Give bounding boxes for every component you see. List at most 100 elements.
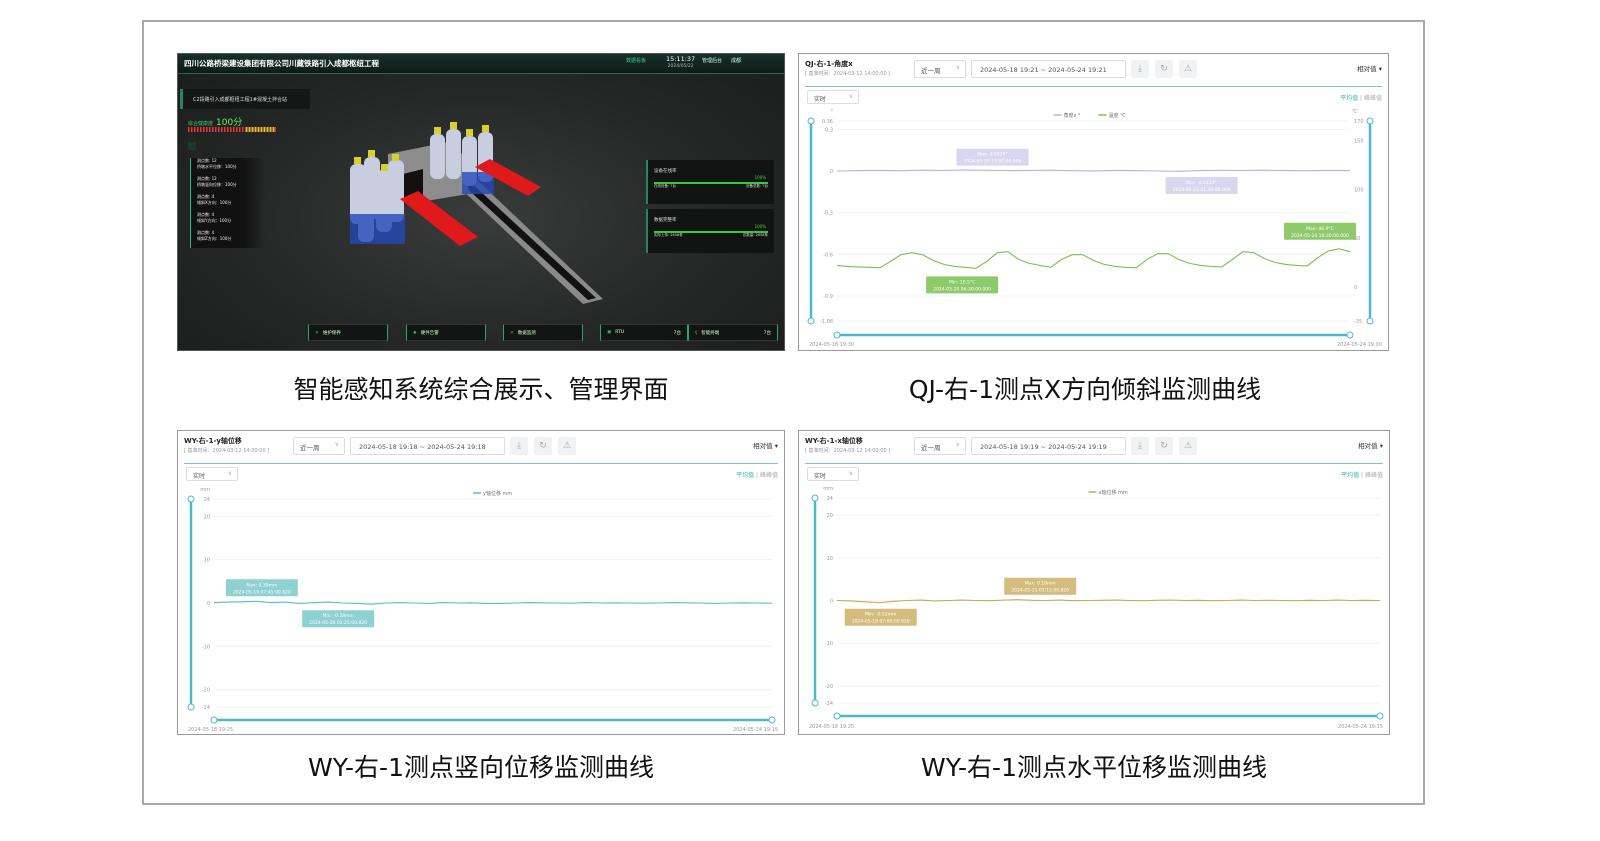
y2-tick-label: -35 [1354,319,1362,325]
value-mode-select[interactable]: 相对值 ▾ [1357,65,1382,73]
y-tick-label: -24 [202,705,210,711]
peak-peak-toggle[interactable]: 峰峰值 [1363,95,1382,102]
x-end-label: 2024-05-24 19:00 [1337,342,1382,348]
hardware-alarm-button[interactable]: ✹硬件告警 [406,324,486,341]
y-unit-label: ° [831,109,834,115]
refresh-icon[interactable]: ↻ [534,437,552,455]
y-tick-label: -0.3 [823,211,833,217]
slider-handle[interactable] [833,712,841,720]
slider-handle[interactable] [833,331,841,339]
header-divider [805,86,1382,87]
dashboard-screenshot: 四川公路桥梁建设集团有限公司川藏铁路引入成都枢纽工程 数据看板 15:11:37… [177,53,785,351]
y-tick-label: 20 [827,513,833,519]
progress-bar [654,182,768,184]
button-label: 智能终端 [701,331,720,336]
metric-score: 倾斜Z方向：100分 [197,236,232,241]
data-monitor-button[interactable]: ✕数据监测 [503,324,583,341]
realtime-select[interactable]: 实时∨ [186,467,238,481]
value-mode-select[interactable]: 相对值 ▾ [753,442,778,450]
download-icon[interactable]: ⤓ [510,437,528,455]
slider-handle[interactable] [811,699,819,707]
horizontal-displacement-panel: WY-右-1-x轴位移 [ 基准时间：2024-03-12 14:00:00 ]… [798,430,1390,735]
tilt-chart-panel: QJ-右-1-角度x [ 基准时间：2024-03-12 14:00:00 ] … [798,53,1389,351]
period-select[interactable]: 近一周∨ [293,437,345,455]
date-range-input[interactable]: 2024-05-18 19:18 ~ 2024-05-24 19:18 [350,437,505,455]
annotation-box [844,608,917,626]
stat-toggle: 平均值 | 峰峰值 [1341,472,1383,479]
average-toggle[interactable]: 平均值 [1340,95,1359,102]
plant-3d-model[interactable] [178,54,785,351]
warning-icon[interactable]: ⚠ [558,437,576,455]
slider-handle[interactable] [807,317,815,325]
realtime-select[interactable]: 实时∨ [807,90,859,104]
x-start-label: 2024-05-18 19:25 [809,724,854,730]
slider-handle[interactable] [1376,712,1384,720]
slider-handle[interactable] [1366,317,1374,325]
header-link-admin[interactable]: 管理后台 [702,58,723,64]
metric-count: 测点数: 4 [197,194,215,199]
annotation-box [1284,222,1356,240]
annotation-box [926,276,999,294]
value-mode-select[interactable]: 相对值 ▾ [1358,442,1383,450]
realtime-select[interactable]: 实时∨ [807,467,859,481]
legend-label: 温度 ℃ [1109,112,1127,119]
slider-handle[interactable] [768,716,776,724]
annotation-value: Max: 0.18mm [1025,581,1056,587]
slider-handle[interactable] [187,495,195,503]
y-tick-label: -24 [825,701,833,707]
wrench-icon: ✕ [315,331,319,336]
date-range-input[interactable]: 2024-05-18 19:21 ~ 2024-05-24 19:21 [971,60,1126,78]
panel-right: 设备总数: 7台 [745,184,768,188]
annotation-box [1004,577,1077,595]
average-toggle[interactable]: 平均值 [736,472,755,479]
annotation-value: Min: -0.0119° [1186,180,1217,186]
metric-score: 桥墩竖向位移：100分 [197,182,237,187]
progress-bar [654,231,768,233]
metric-count: 测点数: 4 [197,212,215,217]
slider-handle[interactable] [807,117,815,125]
y-tick-label: 24 [827,496,833,502]
slider-handle[interactable] [1346,331,1354,339]
warning-icon[interactable]: ⚠ [1179,60,1197,78]
annotation-value: Max: 0.39mm [246,582,277,588]
period-select[interactable]: 近一周∨ [914,60,966,78]
download-icon[interactable]: ⤓ [1131,60,1149,78]
warning-icon[interactable]: ⚠ [1179,437,1197,455]
slider-handle[interactable] [187,703,195,711]
dashboard-header: 四川公路桥梁建设集团有限公司川藏铁路引入成都枢纽工程 数据看板 15:11:37… [178,54,784,74]
maintenance-button[interactable]: ✕维护保养 [308,324,388,341]
panel-percent: 100% [754,224,766,229]
slider-handle[interactable] [811,494,819,502]
period-value: 近一周 [300,444,320,452]
chevron-down-icon: ∨ [955,441,960,448]
y-tick-label: -10 [825,641,833,647]
header-link-dashboard[interactable]: 数据看板 [626,58,647,64]
figure-frame [142,20,1425,805]
peak-peak-toggle[interactable]: 峰峰值 [759,472,778,479]
slider-handle[interactable] [1366,117,1374,125]
peak-peak-toggle[interactable]: 峰峰值 [1364,472,1383,479]
score-bar [188,127,276,132]
download-icon[interactable]: ⤓ [1131,437,1149,455]
date-range-input[interactable]: 2024-05-18 19:19 ~ 2024-05-24 19:19 [971,437,1126,455]
period-select[interactable]: 近一周∨ [914,437,966,455]
series-line [836,599,1381,604]
refresh-icon[interactable]: ↻ [1155,437,1173,455]
collapse-button[interactable] [188,142,196,150]
average-toggle[interactable]: 平均值 [1341,472,1360,479]
refresh-icon[interactable]: ↻ [1155,60,1173,78]
conveyor-belt [440,164,603,304]
slider-handle[interactable] [210,716,218,724]
